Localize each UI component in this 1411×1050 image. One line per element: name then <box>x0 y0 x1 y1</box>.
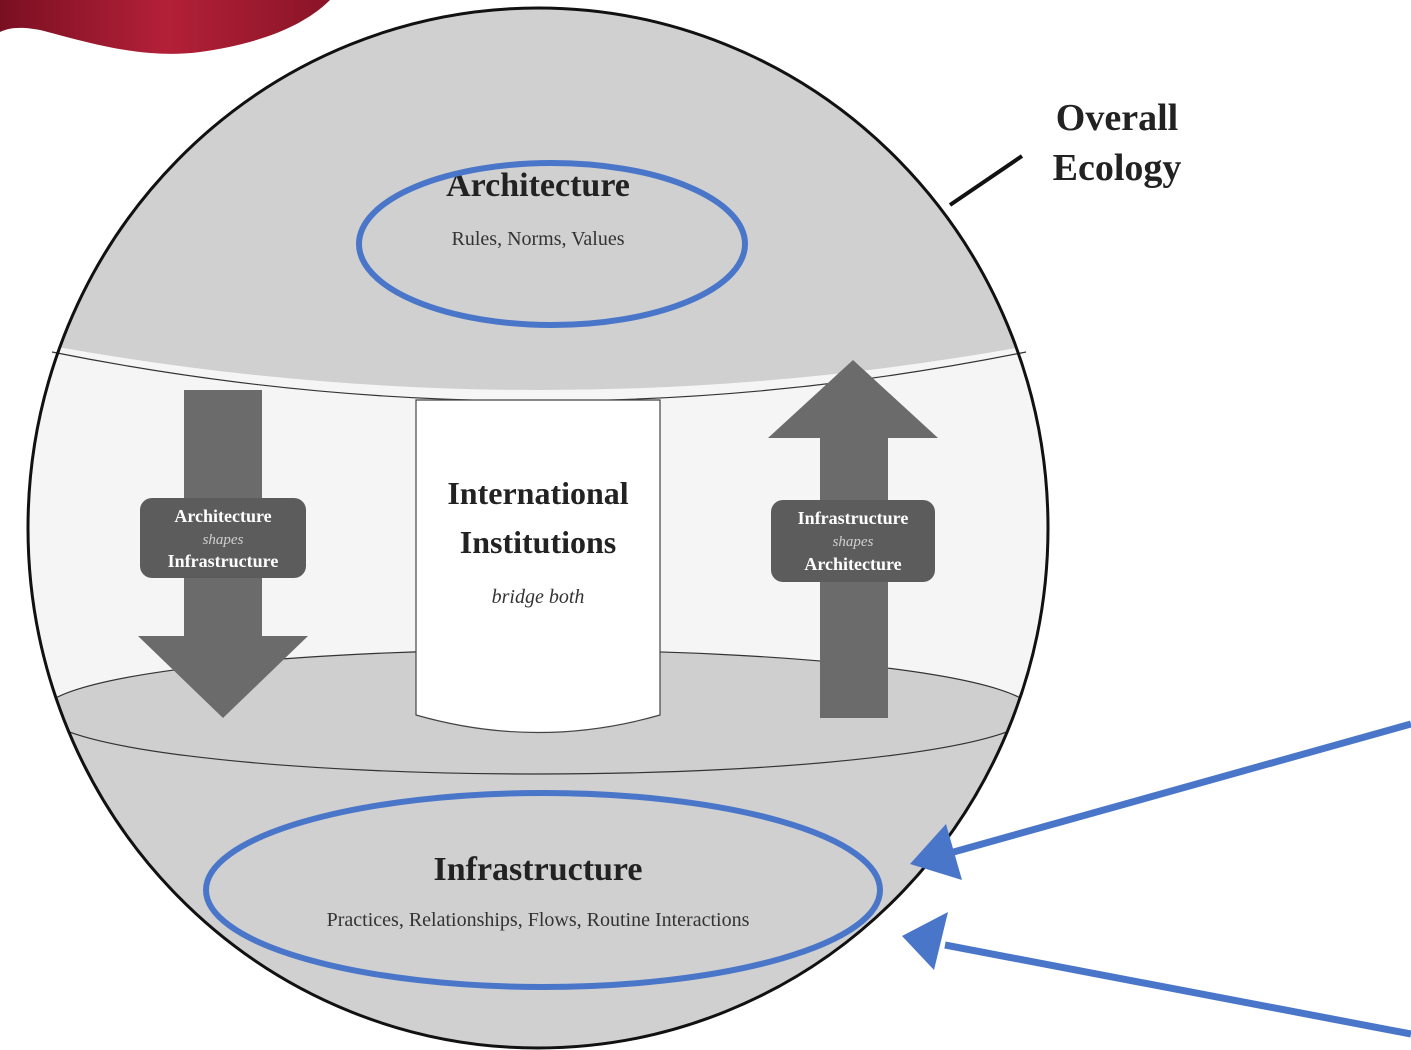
down-arrow <box>138 390 308 718</box>
ecology-leader-line <box>948 154 1024 207</box>
down-arrow-line1: Architecture <box>174 506 271 526</box>
flag-fragment <box>0 0 330 54</box>
architecture-title: Architecture <box>446 167 630 204</box>
up-arrow-line2: shapes <box>833 534 874 550</box>
up-arrow-line3: Architecture <box>804 554 901 574</box>
infrastructure-subtitle: Practices, Relationships, Flows, Routine… <box>327 909 750 931</box>
infrastructure-highlight-ellipse <box>203 790 883 990</box>
annotation-arrow-lower <box>902 912 1411 1038</box>
overall-label-line2: Ecology <box>1053 147 1182 189</box>
down-arrow-line2: shapes <box>203 532 244 548</box>
overall-label-line1: Overall <box>1056 97 1178 139</box>
down-arrow-line3: Infrastructure <box>168 551 279 571</box>
up-arrow-line1: Infrastructure <box>798 508 909 528</box>
institutions-cylinder <box>415 399 661 734</box>
institutions-note: bridge both <box>492 586 585 608</box>
sphere-outline <box>26 6 1050 1050</box>
infrastructure-title: Infrastructure <box>434 851 643 888</box>
annotation-arrow-upper <box>910 720 1411 880</box>
architecture-subtitle: Rules, Norms, Values <box>452 228 625 250</box>
up-arrow <box>768 360 938 718</box>
institutions-line1: International <box>447 475 628 511</box>
architecture-highlight-ellipse <box>356 160 748 328</box>
institutions-line2: Institutions <box>460 524 617 560</box>
